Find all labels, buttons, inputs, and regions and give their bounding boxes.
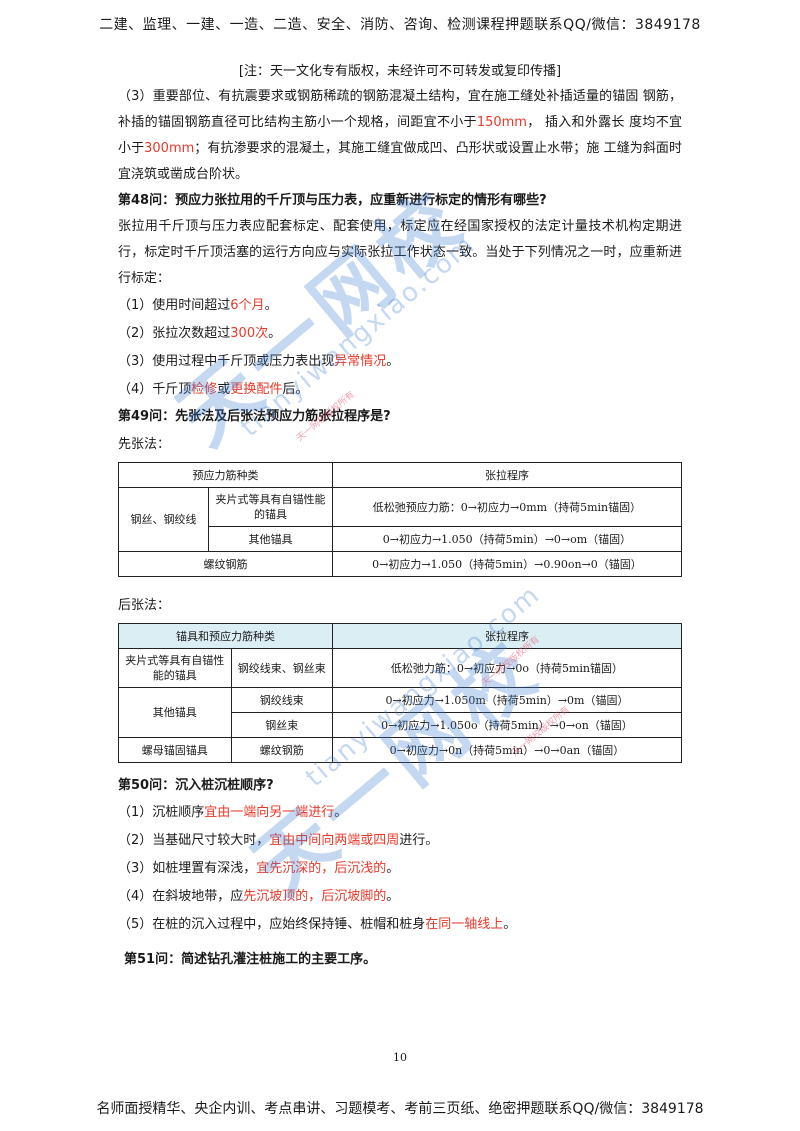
question-48-title: 第48问：预应力张拉用的千斤顶与压力表，应重新进行标定的情形有哪些?	[118, 193, 547, 208]
table-cell: 钢丝束	[230, 712, 333, 738]
table-header-row: 锚具和预应力筋种类 张拉程序	[118, 623, 683, 649]
list-item: （2）张拉次数超过300次。	[118, 326, 282, 341]
table-cell: 钢丝、钢绞线	[117, 487, 210, 552]
table-header-cell: 锚具和预应力筋种类	[118, 623, 333, 649]
intro-highlight-1: 150mm	[476, 115, 527, 130]
table-cell: 螺母锚固锚具	[118, 737, 232, 763]
table-cell: 钢绞线束	[230, 687, 333, 713]
list-item: （1）沉桩顺序宜由一端向另一端进行。	[118, 805, 348, 820]
intro-text-2: ， 插入和外露长 度均不宜小于	[118, 115, 682, 156]
list-item: （3）如桩埋置有深浅，宜先沉深的，后沉浅的。	[118, 861, 400, 876]
pretension-table: 预应力筋种类 张拉程序 钢丝、钢绞线 夹片式等具有自锚性能的锚具 低松弛预应力筋…	[117, 462, 683, 577]
table-cell: 夹片式等具有自锚性能的锚具	[118, 648, 232, 688]
table-cell: 其他锚具	[118, 687, 232, 738]
table-header-cell: 张拉程序	[331, 623, 683, 649]
intro-text-1: （3）重要部位、有抗震要求或钢筋稀疏的钢筋混凝土结构，宜在施工缝处补插适量的锚固…	[118, 89, 682, 130]
question-51-title: 第51问：简述钻孔灌注桩施工的主要工序。	[124, 952, 377, 967]
table-header-row: 预应力筋种类 张拉程序	[118, 462, 683, 488]
intro-paragraph: （3）重要部位、有抗震要求或钢筋稀疏的钢筋混凝土结构，宜在施工缝处补插适量的锚固…	[118, 84, 682, 188]
table-row: 螺母锚固锚具 螺纹钢筋 0→初应力→0n（持荷5min）→0→0an（锚固）	[118, 737, 683, 763]
page-number: 10	[393, 1051, 407, 1064]
table-cell: 钢绞线束、钢丝束	[230, 648, 333, 688]
table-row: 夹片式等具有自锚性能的锚具 钢绞线束、钢丝束 低松弛力筋：0→初应力→0o（持荷…	[118, 648, 683, 688]
page-header: 二建、监理、一建、一造、二造、安全、消防、咨询、检测课程押题联系QQ/微信：38…	[99, 17, 701, 33]
copyright-notice: [注：天一文化专有版权，未经许可不可转发或复印传播]	[238, 64, 562, 79]
document-body: （3）重要部位、有抗震要求或钢筋稀疏的钢筋混凝土结构，宜在施工缝处补插适量的锚固…	[117, 84, 683, 973]
table-cell: 0→初应力→1.050m（持荷5min）→0m（锚固）	[331, 687, 683, 713]
posttension-table: 锚具和预应力筋种类 张拉程序 夹片式等具有自锚性能的锚具 钢绞线束、钢丝束 低松…	[118, 623, 683, 763]
table-cell: 螺纹钢筋	[230, 737, 333, 763]
table-cell: 0→初应力→1.050（持荷5min）→0.90on→0（锚固）	[331, 551, 683, 577]
table-row: 钢丝束 0→初应力→1.050o（持荷5min）→0→on（锚固）	[119, 712, 683, 738]
question-48-body: 张拉用千斤顶与压力表应配套标定、配套使用，标定应在经国家授权的法定计量技术机构定…	[118, 219, 682, 286]
table-cell: 低松弛预应力筋：0→初应力→0mm（持荷5min锚固）	[331, 487, 683, 527]
table-cell: 0→初应力→1.050（持荷5min）→0→om（锚固）	[331, 526, 683, 552]
question-49-title: 第49问：先张法及后张法预应力筋张拉程序是?	[118, 409, 391, 424]
list-item: （4）在斜坡地带，应先沉坡顶的，后沉坡脚的。	[118, 889, 400, 904]
table-cell: 0→初应力→0n（持荷5min）→0→0an（锚固）	[331, 737, 683, 763]
page-footer: 名师面授精华、央企内训、考点串讲、习题模考、考前三页纸、绝密押题联系QQ/微信：…	[96, 1101, 704, 1117]
table-cell: 0→初应力→1.050o（持荷5min）→0→on（锚固）	[331, 712, 683, 738]
table-header-cell: 张拉程序	[331, 462, 683, 488]
table-cell: 低松弛力筋：0→初应力→0o（持荷5min锚固）	[331, 648, 683, 688]
list-item: （2）当基础尺寸较大时，宜由中间向两端或四周进行。	[118, 833, 439, 848]
intro-text-3: ；有抗渗要求的混凝土，其施工缝宜做成凹、凸形状或设置止水带；施 工缝为斜面时宜浇…	[118, 141, 682, 182]
intro-highlight-2: 300mm	[144, 141, 195, 156]
table-row: 其他锚具 钢绞线束 0→初应力→1.050m（持荷5min）→0m（锚固）	[118, 687, 683, 738]
table-header-cell: 预应力筋种类	[118, 462, 333, 488]
pretension-label: 先张法：	[118, 437, 171, 452]
list-item: （3）使用过程中千斤顶或压力表出现异常情况。	[118, 354, 400, 369]
question-50-title: 第50问：沉入桩沉桩顺序?	[118, 778, 274, 793]
list-item: （4）千斤顶检修或更换配件后。	[118, 382, 309, 397]
table-cell: 其他锚具	[208, 526, 333, 552]
list-item: （5）在桩的沉入过程中，应始终保持锤、桩帽和桩身在同一轴线上。	[118, 917, 517, 932]
table-row: 螺纹钢筋 0→初应力→1.050（持荷5min）→0.90on→0（锚固）	[118, 551, 683, 577]
table-row: 钢丝、钢绞线 夹片式等具有自锚性能的锚具 低松弛预应力筋：0→初应力→0mm（持…	[117, 487, 683, 552]
posttension-label: 后张法：	[118, 598, 171, 613]
table-cell: 螺纹钢筋	[118, 551, 333, 577]
table-cell: 夹片式等具有自锚性能的锚具	[208, 487, 333, 527]
list-item: （1）使用时间超过6个月。	[118, 298, 278, 313]
